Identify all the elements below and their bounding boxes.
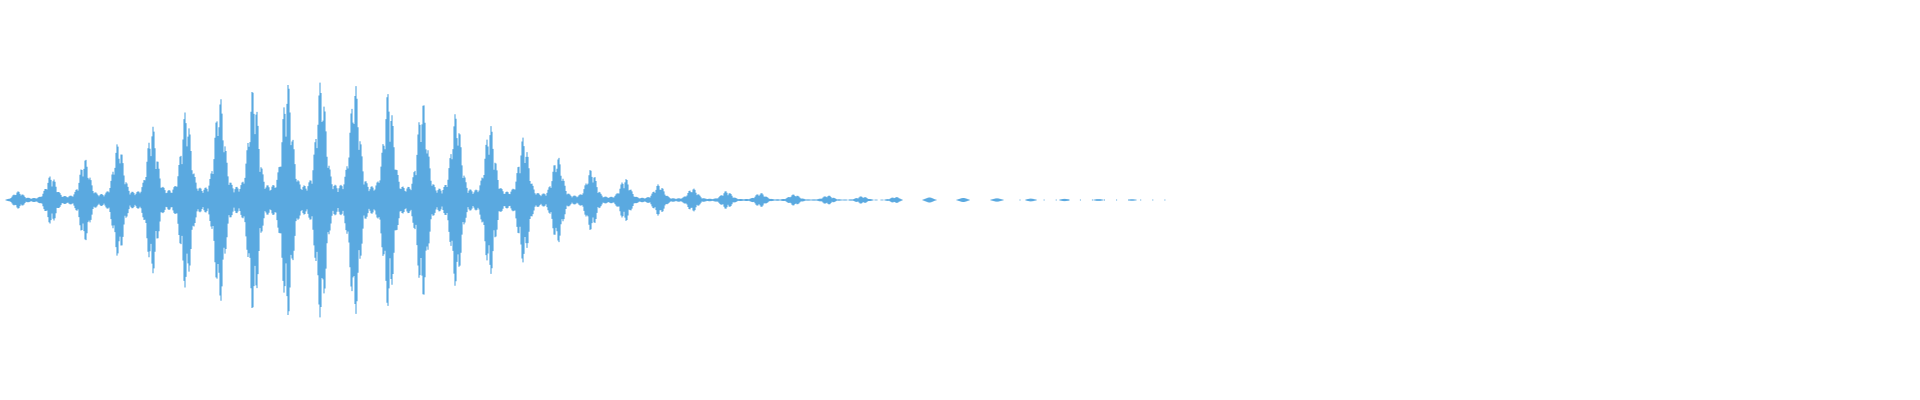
waveform-path [5,82,1137,318]
waveform-tail [1019,199,1166,201]
waveform-strokes [5,82,1166,318]
